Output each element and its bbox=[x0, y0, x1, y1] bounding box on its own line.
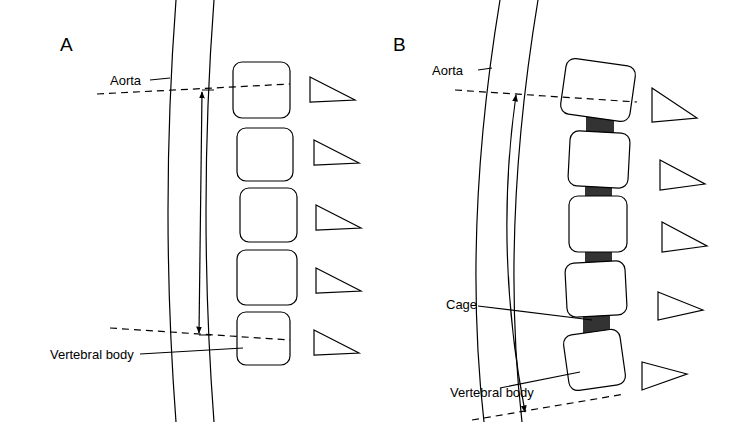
aorta-wall bbox=[206, 0, 214, 422]
vertebral-body bbox=[565, 260, 628, 317]
aorta-wall bbox=[168, 0, 176, 422]
leader-line bbox=[478, 306, 592, 320]
part-label: Cage bbox=[446, 298, 477, 311]
length-measure bbox=[199, 92, 202, 333]
aorta-wall bbox=[514, 0, 538, 422]
spinous-process bbox=[662, 222, 707, 252]
measure-tick bbox=[199, 90, 214, 335]
spinous-process bbox=[660, 160, 705, 190]
panel-letter: B bbox=[393, 35, 406, 54]
panel-letter: A bbox=[60, 35, 73, 54]
spinous-process bbox=[314, 330, 359, 355]
leader-line bbox=[150, 78, 170, 80]
part-label: Aorta bbox=[110, 74, 141, 87]
leader-line bbox=[478, 68, 492, 70]
reference-line bbox=[455, 90, 637, 102]
vertebral-body bbox=[568, 130, 631, 188]
vertebral-body bbox=[237, 128, 293, 181]
spinous-process bbox=[658, 292, 703, 320]
vertebral-body bbox=[559, 57, 636, 122]
spinous-process bbox=[314, 140, 359, 165]
part-label: Aorta bbox=[432, 64, 463, 77]
length-measure bbox=[507, 95, 525, 412]
spinous-process bbox=[652, 88, 697, 122]
part-label: Vertebral body bbox=[450, 386, 534, 399]
vertebral-body bbox=[240, 188, 297, 242]
aorta-wall bbox=[476, 0, 500, 422]
vertebral-body bbox=[569, 196, 627, 252]
spinous-process bbox=[310, 77, 355, 102]
vertebral-body bbox=[237, 312, 290, 365]
spinous-process bbox=[316, 205, 361, 230]
vertebral-body bbox=[233, 62, 290, 118]
leader-line bbox=[140, 348, 243, 354]
vertebral-body bbox=[562, 328, 626, 391]
reference-line bbox=[110, 328, 290, 340]
spinous-process bbox=[642, 362, 687, 390]
part-label: Vertebral body bbox=[50, 348, 134, 361]
vertebral-body bbox=[237, 250, 297, 305]
spinous-process bbox=[316, 268, 361, 293]
